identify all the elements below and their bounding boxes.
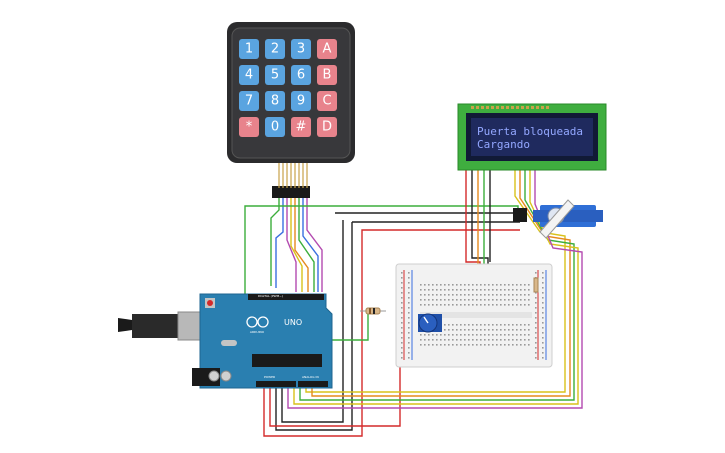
wire-power-1 <box>263 229 520 437</box>
wire-keypad-1 <box>270 198 280 286</box>
keypad-key-label: 0 <box>271 120 279 135</box>
keypad-key-label: 6 <box>297 68 305 83</box>
wire-keypad-8 <box>306 198 323 292</box>
resistor <box>360 307 386 315</box>
power-header <box>256 381 296 387</box>
analog-header <box>298 381 328 387</box>
arduino-logo: ARDUINO <box>246 316 269 334</box>
keypad-key-label: 2 <box>271 42 279 57</box>
keypad-key <box>317 65 337 85</box>
breadboard-resistor <box>533 277 539 293</box>
keypad-key <box>265 39 285 59</box>
wire-ground-3 <box>281 220 344 423</box>
keypad-key <box>317 117 337 137</box>
keypad-key-label: D <box>322 120 332 135</box>
wire-keypad-6 <box>298 198 315 292</box>
lcd-line-1: Puerta bloqueada <box>477 125 583 138</box>
capacitor-2 <box>220 370 232 382</box>
wire-pot-signal <box>322 311 369 341</box>
wire-lcd-8 <box>299 170 575 401</box>
lcd-screen <box>471 118 593 156</box>
wire-lcd-2 <box>471 170 489 276</box>
keypad-key-label: 1 <box>245 42 253 57</box>
keypad-key-label: A <box>323 42 332 57</box>
keypad-key <box>239 39 259 59</box>
servo-motor <box>513 199 603 239</box>
keypad-key-label: B <box>323 68 332 83</box>
capacitor-1 <box>208 370 220 382</box>
keypad-key-label: 4 <box>245 68 253 83</box>
lcd-pin-header <box>471 106 549 109</box>
keypad-key-label: 9 <box>297 94 305 109</box>
breadboard <box>360 263 553 368</box>
keypad-4x4: 1 2 3 A 4 5 6 B 7 8 9 C * 0 # D <box>227 22 355 198</box>
usb-plug <box>132 314 178 338</box>
breadboard-channel <box>420 312 532 318</box>
keypad-key <box>239 65 259 85</box>
power-label: POWER <box>264 375 275 379</box>
keypad-key-label: # <box>296 120 307 135</box>
logo-text: ARDUINO <box>250 330 265 334</box>
servo-horn <box>539 199 575 239</box>
wire-keypad-3 <box>286 198 297 292</box>
wire-keypad-2 <box>275 198 284 288</box>
keypad-key <box>265 91 285 111</box>
keypad-key <box>291 65 311 85</box>
servo-connector <box>513 208 527 222</box>
keypad-key-label: 8 <box>271 94 279 109</box>
wire-lcd-7 <box>311 170 571 397</box>
digital-label: DIGITAL (PWM~) <box>258 294 283 298</box>
keypad-key-label: C <box>322 94 331 109</box>
keypad-key-label: * <box>246 120 253 135</box>
keypad-key <box>265 117 285 137</box>
keypad-key <box>239 91 259 111</box>
brand-text: UNO <box>284 318 302 327</box>
keypad-key <box>265 65 285 85</box>
keypad-key <box>317 39 337 59</box>
keypad-key-label: 3 <box>297 42 305 57</box>
keypad-ribbon <box>278 163 308 188</box>
wire-ground-2 <box>275 222 353 431</box>
keypad-key <box>291 91 311 111</box>
keypad-key <box>239 117 259 137</box>
lcd-line-2: Cargando <box>477 138 530 151</box>
keypad-key <box>317 91 337 111</box>
wire-keypad-7 <box>302 198 319 292</box>
wire-keypad-5 <box>294 198 309 292</box>
arduino-uno: DIGITAL (PWM~) ARDUINO UNO POWER ANALOG … <box>118 293 333 389</box>
wire-power-2 <box>269 348 401 427</box>
usb-cable <box>118 318 132 332</box>
keypad-key-label: 5 <box>271 68 279 83</box>
analog-label: ANALOG IN <box>302 375 319 379</box>
wire-lcd-10 <box>287 170 583 409</box>
keypad-connector <box>272 186 310 198</box>
wire-keypad-4 <box>290 198 303 292</box>
crystal <box>221 340 237 346</box>
keypad-key <box>291 39 311 59</box>
wire-lcd-9 <box>293 170 579 405</box>
keypad-key-label: 7 <box>245 94 253 109</box>
potentiometer <box>418 313 442 333</box>
keypad-key <box>291 117 311 137</box>
wire-lcd-6 <box>305 170 566 393</box>
atmega-chip <box>252 354 322 367</box>
lcd-16x2: Puerta bloqueada Cargando <box>457 103 607 171</box>
digital-header <box>248 294 324 300</box>
keypad-keys: 1 2 3 A 4 5 6 B 7 8 9 C * 0 # D <box>239 39 337 137</box>
